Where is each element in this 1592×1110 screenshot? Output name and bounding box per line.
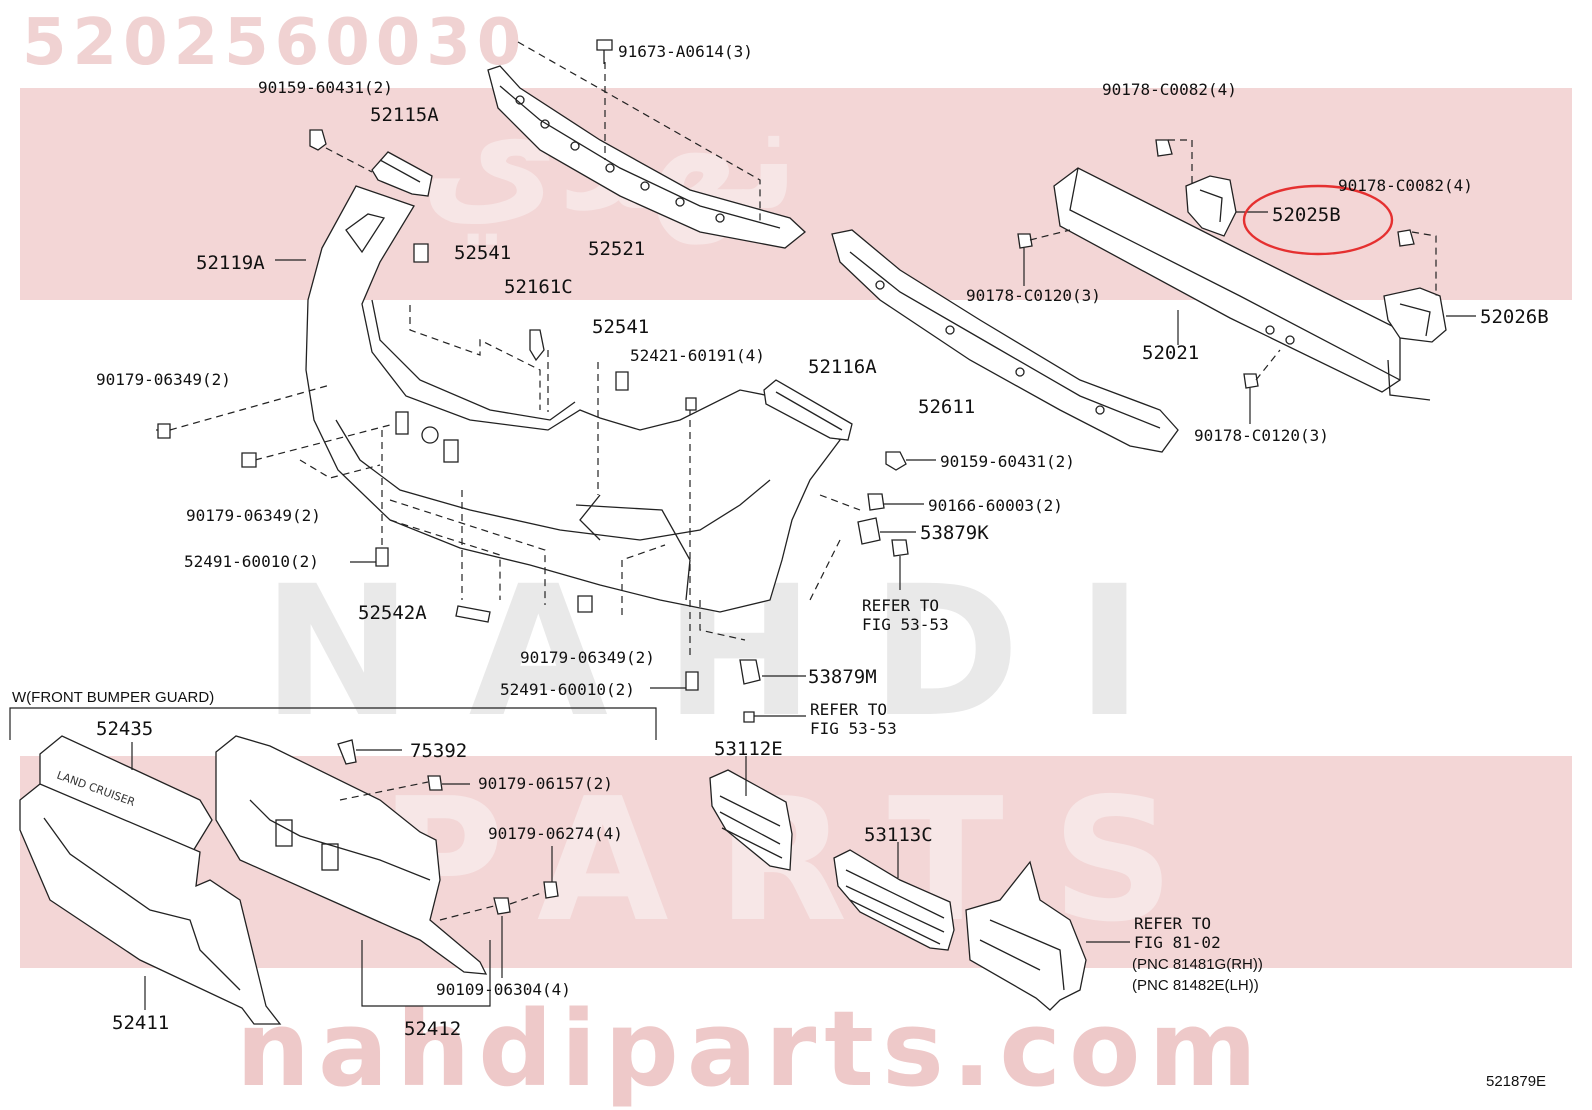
label-90178-C0120-a: 90178-C0120(3) <box>966 286 1101 305</box>
bracket-52521 <box>487 65 806 249</box>
label-52411: 52411 <box>112 1012 170 1034</box>
label-52119A: 52119A <box>196 252 265 274</box>
bumper-cover-52119A <box>305 185 841 613</box>
label-52026B: 52026B <box>1480 306 1549 328</box>
label-52521: 52521 <box>588 238 646 260</box>
bracket-52025B <box>1185 175 1237 237</box>
label-53112E: 53112E <box>714 738 783 760</box>
label-52421-60191: 52421-60191(4) <box>630 346 765 365</box>
pnc-note: (PNC 81481G(RH)) (PNC 81482E(LH)) <box>1132 956 1263 994</box>
label-90159-60431-top: 90159-60431(2) <box>258 78 393 97</box>
emblem-panel-52435: LAND CRUISER <box>39 735 213 859</box>
label-90178-C0082-a: 90178-C0082(4) <box>1102 80 1237 99</box>
figure-code: 521879E <box>1486 1073 1547 1090</box>
guard-52411 <box>19 783 282 1025</box>
label-52021: 52021 <box>1142 342 1200 364</box>
label-90179-06349-b: 90179-06349(2) <box>186 506 321 525</box>
ref-81-02: REFER TO FIG 81-02 <box>1134 914 1221 952</box>
label-90159-60431-mid: 90159-60431(2) <box>940 452 1075 471</box>
label-52541-a: 52541 <box>454 242 512 264</box>
label-53113C: 53113C <box>864 824 933 846</box>
label-53879K: 53879K <box>920 522 989 544</box>
label-90178-C0082-b: 90178-C0082(4) <box>1338 176 1473 195</box>
bracket-52026B <box>1383 287 1447 343</box>
reinforcement-52021 <box>1053 167 1431 401</box>
label-90179-06157: 90179-06157(2) <box>478 774 613 793</box>
bracket-52115A <box>371 151 433 197</box>
bracket-52116A <box>763 379 853 441</box>
label-90178-C0120-b: 90178-C0120(3) <box>1194 426 1329 445</box>
label-52541-b: 52541 <box>592 316 650 338</box>
label-52116A: 52116A <box>808 356 877 378</box>
ref-53-53-b: REFER TO FIG 53-53 <box>810 700 897 738</box>
watermark-part-number: 5202560030 <box>22 6 528 80</box>
label-53879M: 53879M <box>808 666 877 688</box>
ref-53-53-a: REFER TO FIG 53-53 <box>862 596 949 634</box>
label-90179-06349-c: 90179-06349(2) <box>520 648 655 667</box>
section-title: W(FRONT BUMPER GUARD) <box>12 689 215 706</box>
label-91673-A0614: 91673-A0614(3) <box>618 42 753 61</box>
label-90179-06274: 90179-06274(4) <box>488 824 623 843</box>
label-90166-60003: 90166-60003(2) <box>928 496 1063 515</box>
label-90109-06304: 90109-06304(4) <box>436 980 571 999</box>
absorber-52611 <box>831 229 1179 453</box>
label-52412: 52412 <box>404 1018 462 1040</box>
label-52491-60010-b: 52491-60010(2) <box>500 680 635 699</box>
watermark-website: nahdiparts.com <box>236 988 1265 1110</box>
label-90179-06349-a: 90179-06349(2) <box>96 370 231 389</box>
label-52435: 52435 <box>96 718 154 740</box>
label-52115A: 52115A <box>370 104 439 126</box>
label-75392: 75392 <box>410 740 468 762</box>
grille-53113C <box>833 849 955 951</box>
watermark-band-top <box>20 88 1572 300</box>
grille-53112E <box>709 769 793 871</box>
label-52491-60010-a: 52491-60010(2) <box>184 552 319 571</box>
label-52542A: 52542A <box>358 602 427 624</box>
label-52025B: 52025B <box>1272 204 1341 226</box>
label-52611: 52611 <box>918 396 976 418</box>
label-52161C: 52161C <box>504 276 573 298</box>
highlight-circle <box>1242 184 1394 256</box>
guard-52412 <box>215 735 488 975</box>
fog-lamp-housing <box>965 860 1087 1011</box>
